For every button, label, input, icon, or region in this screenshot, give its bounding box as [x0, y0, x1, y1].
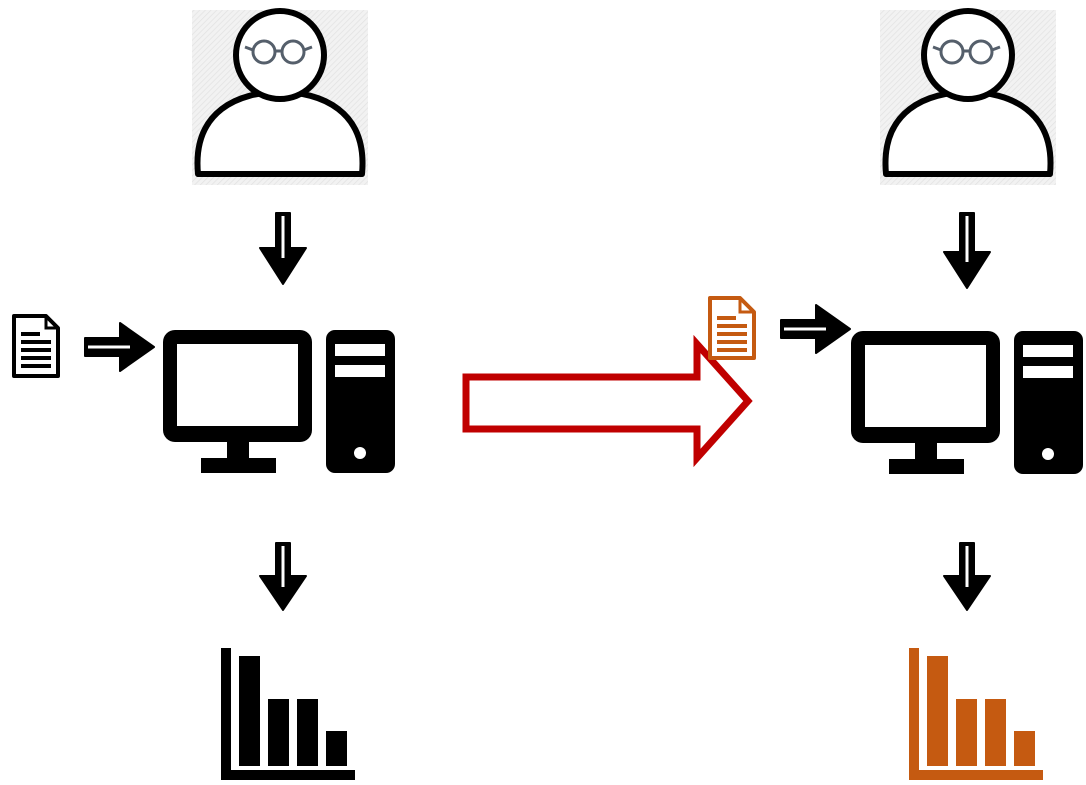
left-chart-axes	[221, 648, 355, 780]
left-chart-bar-1	[239, 656, 260, 766]
right-computer-icon	[851, 331, 1083, 474]
right-chart-bar-3	[985, 699, 1006, 766]
left-chart-y-axis	[221, 648, 231, 778]
right-user-icon	[880, 8, 1056, 185]
right-glasses-icon	[932, 39, 1001, 65]
left-output-bar-chart-icon	[221, 648, 355, 780]
right-chart-axes	[909, 648, 1043, 780]
left-user-icon	[192, 8, 368, 185]
right-chart-bars	[927, 656, 1035, 766]
right-chart-x-axis	[909, 770, 1043, 780]
left-chart-bars	[239, 656, 347, 766]
right-input-document-icon	[708, 296, 756, 360]
left-chart-bar-3	[297, 699, 318, 766]
right-chart-bar-1	[927, 656, 948, 766]
right-chart-y-axis	[909, 648, 919, 778]
left-glasses-icon	[244, 39, 313, 65]
transition-arrow-icon	[462, 334, 753, 468]
left-input-document-icon	[12, 314, 60, 378]
right-output-bar-chart-icon	[909, 648, 1043, 780]
left-chart-bar-4	[326, 731, 347, 766]
right-chart-bar-2	[956, 699, 977, 766]
right-chart-bar-4	[1014, 731, 1035, 766]
left-computer-icon	[163, 330, 395, 473]
left-chart-x-axis	[221, 770, 355, 780]
left-chart-bar-2	[268, 699, 289, 766]
